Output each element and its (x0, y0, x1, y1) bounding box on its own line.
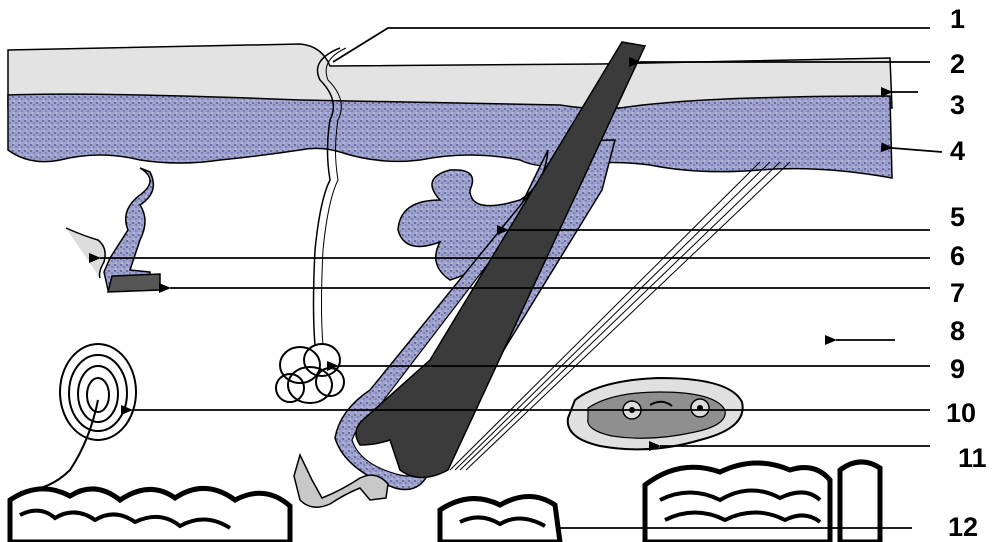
label-5: 5 (950, 204, 965, 231)
label-8: 8 (950, 318, 965, 345)
pointer-4 (892, 148, 942, 152)
label-2: 2 (950, 51, 965, 78)
nerve-fiber-dark (108, 274, 160, 292)
sweat-gland-coil (276, 344, 344, 403)
adipose-tissue (10, 462, 880, 542)
label-9: 9 (950, 356, 965, 383)
blood-vessel (568, 378, 743, 449)
label-12: 12 (948, 514, 978, 541)
label-6: 6 (950, 243, 965, 270)
nerve-fiber (66, 228, 105, 278)
label-11: 11 (958, 445, 987, 472)
label-1: 1 (950, 6, 965, 33)
pacinian-corpuscle (20, 344, 136, 492)
label-10: 10 (946, 400, 976, 427)
label-3: 3 (950, 92, 965, 119)
epidermis-layer (8, 94, 892, 178)
label-7: 7 (950, 280, 965, 307)
label-4: 4 (950, 138, 965, 165)
nerve-ending-receptor (104, 168, 153, 290)
